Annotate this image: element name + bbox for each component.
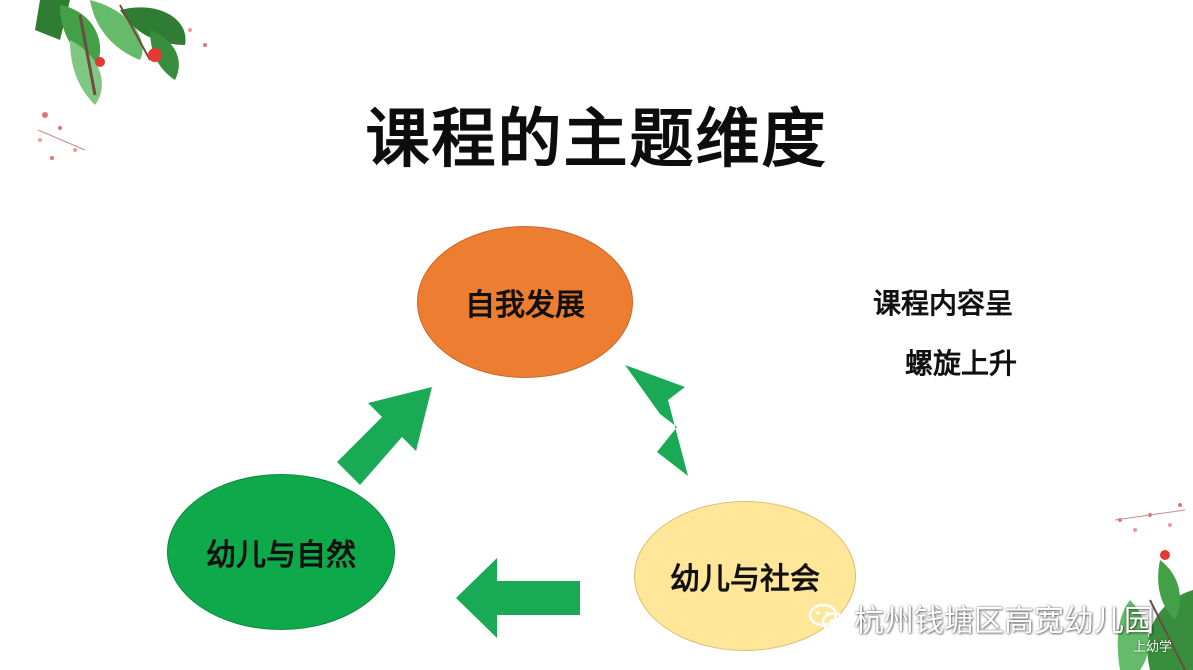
arrow-left-to-top bbox=[337, 387, 432, 485]
node-self-development: 自我发展 bbox=[417, 226, 633, 378]
node-child-and-society: 幼儿与社会 bbox=[634, 501, 856, 651]
node-child-and-society-label: 幼儿与社会 bbox=[670, 562, 820, 597]
leaf-decoration-bottom-right bbox=[1114, 503, 1193, 670]
watermark: 杭州钱塘区高宽幼儿园 bbox=[808, 596, 1154, 640]
slide-title: 课程的主题维度 bbox=[365, 103, 828, 177]
leaf-decoration-top-left bbox=[35, 0, 207, 160]
node-child-and-nature-label: 幼儿与自然 bbox=[206, 538, 356, 573]
arrow-right-to-top bbox=[625, 365, 688, 476]
watermark-text: 杭州钱塘区高宽幼儿园 bbox=[854, 604, 1154, 639]
node-self-development-label: 自我发展 bbox=[465, 288, 585, 323]
wechat-icon bbox=[808, 603, 847, 632]
watermark-subtext: 上幼学 bbox=[1133, 640, 1173, 655]
arrow-right-to-left bbox=[456, 558, 580, 638]
node-child-and-nature: 幼儿与自然 bbox=[167, 474, 395, 630]
side-note-line-2: 螺旋上升 bbox=[905, 347, 1018, 380]
side-note-line-1: 课程内容呈 bbox=[873, 287, 1014, 320]
